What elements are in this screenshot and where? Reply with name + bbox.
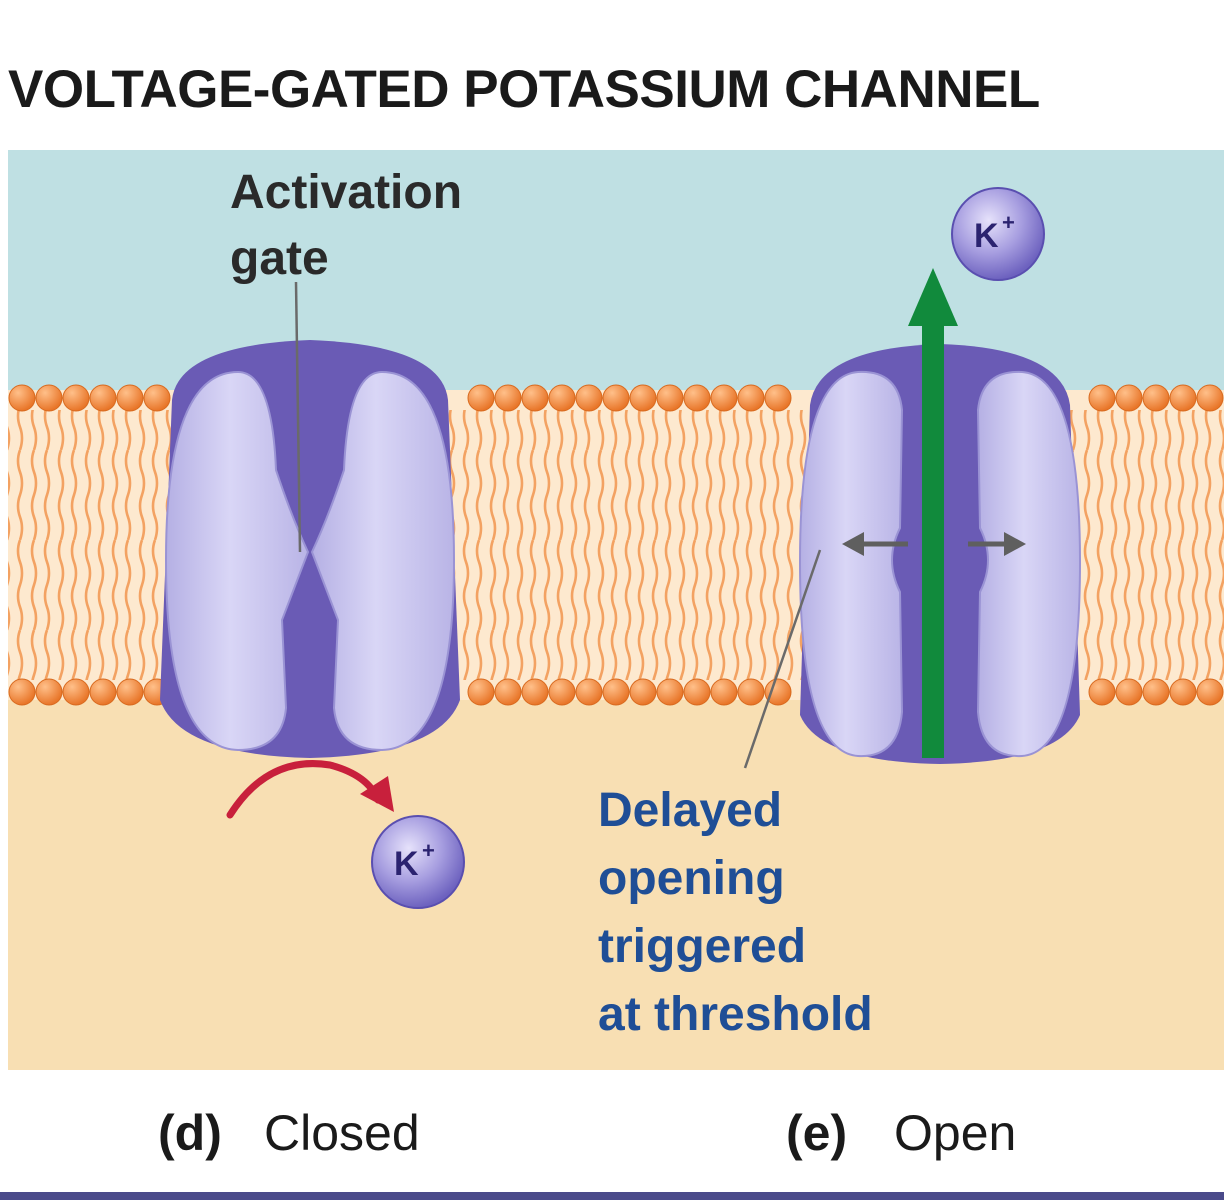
open-channel-right-subunit bbox=[976, 370, 1082, 758]
phospholipid-head bbox=[656, 678, 684, 706]
phospholipid-head bbox=[737, 678, 765, 706]
diagram-title: VOLTAGE-GATED POTASSIUM CHANNEL bbox=[8, 60, 1040, 119]
phospholipid-head bbox=[575, 384, 603, 412]
activation-gate-leader-line bbox=[294, 281, 302, 553]
phospholipid-head bbox=[494, 678, 522, 706]
activation-gate-label-line-1: Activation bbox=[230, 166, 462, 219]
lipid-heads-inner bbox=[8, 678, 1224, 706]
phospholipid-head bbox=[89, 678, 117, 706]
phospholipid-head bbox=[35, 678, 63, 706]
phospholipid-head bbox=[1169, 384, 1197, 412]
delayed-opening-label-line-3: triggered bbox=[598, 920, 806, 973]
phospholipid-head bbox=[683, 678, 711, 706]
phospholipid-head bbox=[35, 384, 63, 412]
delayed-opening-leader-line bbox=[743, 549, 822, 769]
delayed-opening-label-line-1: Delayed bbox=[598, 784, 782, 837]
phospholipid-head bbox=[1169, 678, 1197, 706]
potassium-ion-extracellular: K + bbox=[951, 187, 1045, 281]
phospholipid-head bbox=[602, 678, 630, 706]
phospholipid-head bbox=[737, 384, 765, 412]
phospholipid-head bbox=[8, 678, 36, 706]
lipid-heads-outer bbox=[8, 384, 1224, 412]
activation-gate-label-line-2: gate bbox=[230, 232, 329, 285]
delayed-opening-label: Delayed opening triggered at threshold bbox=[598, 784, 873, 1041]
phospholipid-head bbox=[143, 384, 171, 412]
delayed-opening-label-line-4: at threshold bbox=[598, 988, 873, 1041]
phospholipid-head bbox=[602, 384, 630, 412]
phospholipid-head bbox=[629, 384, 657, 412]
potassium-efflux-arrow bbox=[908, 268, 958, 758]
phospholipid-head bbox=[467, 384, 495, 412]
bottom-border bbox=[0, 1192, 1224, 1200]
ion-symbol: K bbox=[394, 845, 419, 883]
caption-open-letter: (e) bbox=[786, 1105, 847, 1161]
ion-symbol: K bbox=[974, 217, 999, 255]
delayed-opening-label-line-2: opening bbox=[598, 852, 785, 905]
phospholipid-head bbox=[116, 384, 144, 412]
closed-channel-right-subunit bbox=[310, 370, 456, 752]
blocked-flow-arrow bbox=[226, 760, 394, 819]
ion-charge: + bbox=[422, 838, 435, 863]
phospholipid-head bbox=[548, 384, 576, 412]
caption-open-state: Open bbox=[894, 1105, 1016, 1161]
caption-closed-letter: (d) bbox=[158, 1105, 222, 1161]
caption-open: (e) Open bbox=[786, 1105, 1016, 1161]
phospholipid-head bbox=[575, 678, 603, 706]
phospholipid-head bbox=[1088, 678, 1116, 706]
intracellular-space bbox=[8, 700, 1224, 1070]
phospholipid-head bbox=[1196, 384, 1224, 412]
phospholipid-head bbox=[1115, 678, 1143, 706]
phospholipid-head bbox=[1115, 384, 1143, 412]
phospholipid-head bbox=[683, 384, 711, 412]
caption-closed-state: Closed bbox=[264, 1105, 420, 1161]
activation-gate-label: Activation gate bbox=[230, 166, 462, 285]
phospholipid-head bbox=[1088, 384, 1116, 412]
phospholipid-head bbox=[1142, 384, 1170, 412]
phospholipid-head bbox=[494, 384, 522, 412]
caption-closed: (d) Closed bbox=[158, 1105, 420, 1161]
phospholipid-head bbox=[710, 678, 738, 706]
phospholipid-head bbox=[89, 384, 117, 412]
phospholipid-head bbox=[467, 678, 495, 706]
closed-channel bbox=[160, 340, 460, 758]
potassium-ion-intracellular: K + bbox=[371, 815, 465, 909]
ion-charge: + bbox=[1002, 210, 1015, 235]
phospholipid-head bbox=[656, 384, 684, 412]
closed-channel-left-subunit bbox=[164, 370, 310, 752]
gate-movement-arrows bbox=[842, 532, 1026, 556]
phospholipid-head bbox=[116, 678, 144, 706]
phospholipid-head bbox=[629, 678, 657, 706]
phospholipid-head bbox=[764, 384, 792, 412]
phospholipid-head bbox=[8, 384, 36, 412]
phospholipid-head bbox=[62, 678, 90, 706]
phospholipid-head bbox=[1196, 678, 1224, 706]
phospholipid-head bbox=[1142, 678, 1170, 706]
open-channel-left-subunit bbox=[798, 370, 904, 758]
phospholipid-head bbox=[710, 384, 738, 412]
extracellular-space bbox=[8, 150, 1224, 390]
phospholipid-head bbox=[764, 678, 792, 706]
phospholipid-head bbox=[548, 678, 576, 706]
phospholipid-head bbox=[62, 384, 90, 412]
phospholipid-head bbox=[521, 384, 549, 412]
phospholipid-head bbox=[521, 678, 549, 706]
